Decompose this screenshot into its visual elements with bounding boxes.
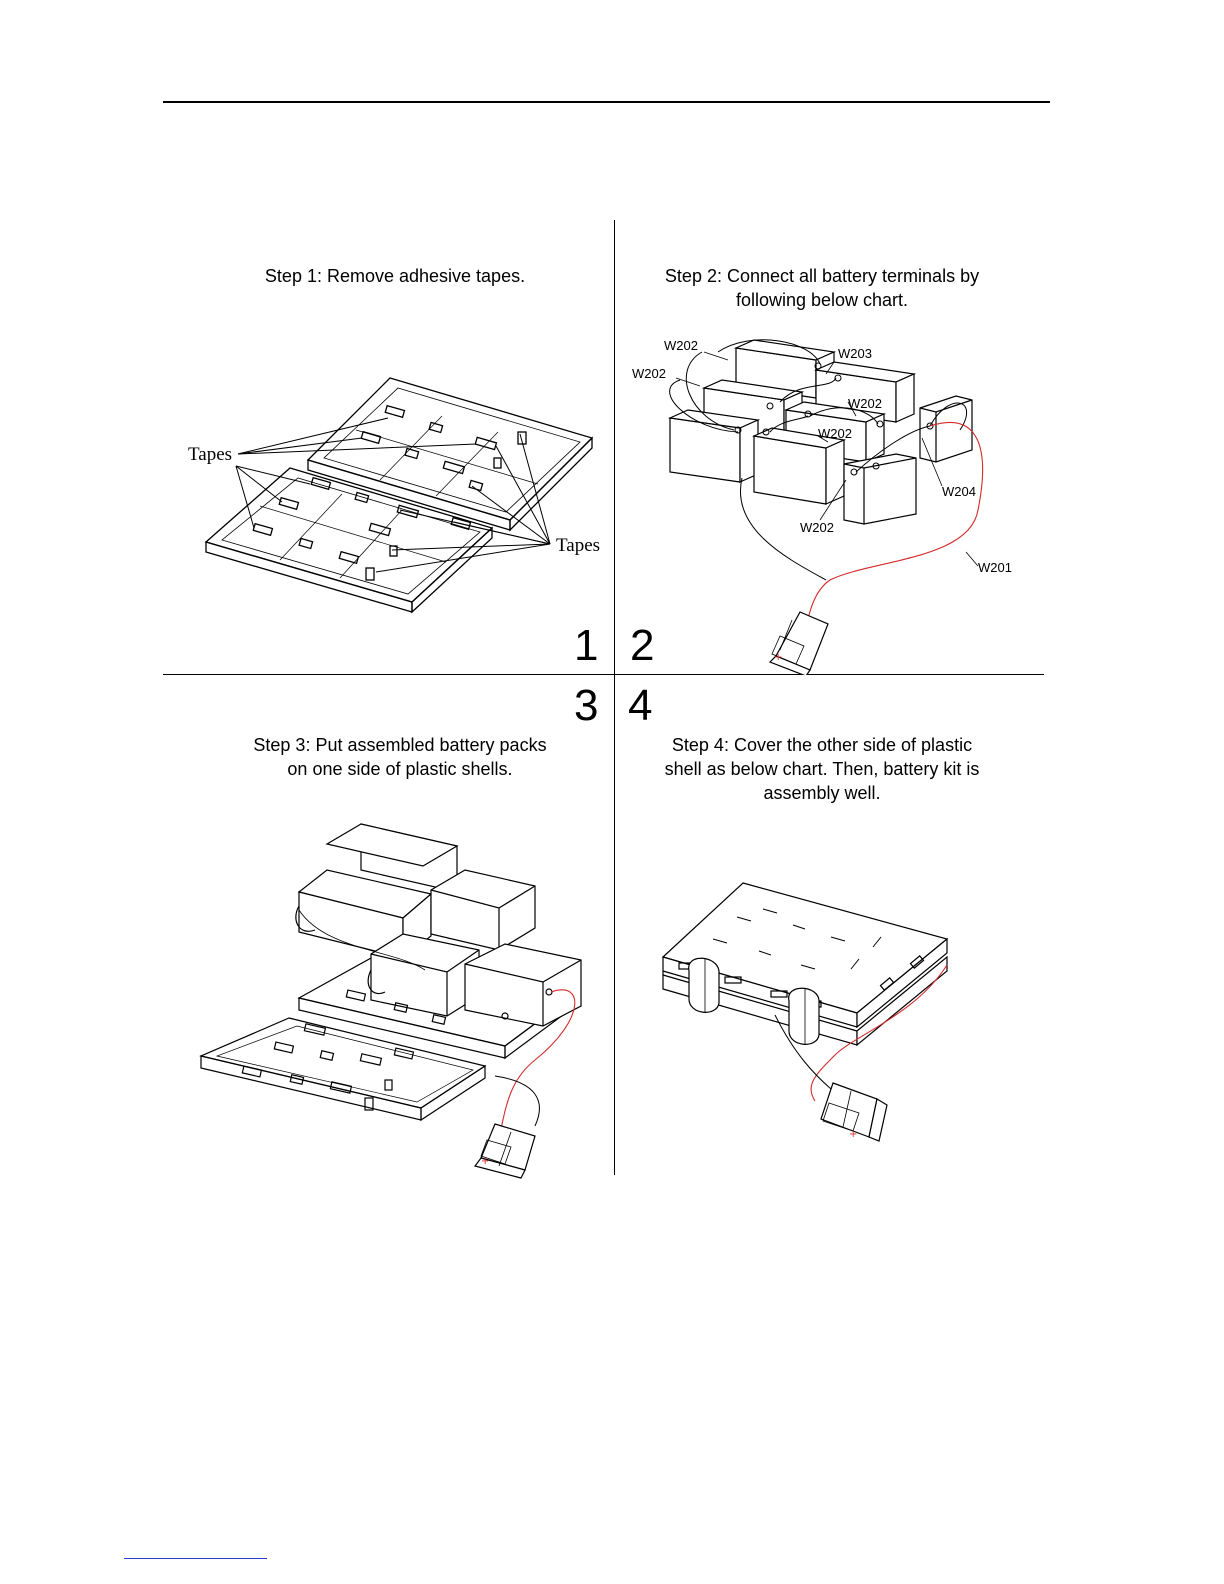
horizontal-divider: [163, 674, 1044, 675]
wire-label-leaders: [675, 351, 979, 567]
step1-tray-illustration: [204, 377, 594, 614]
svg-text:+: +: [849, 1129, 857, 1140]
step2-caption: Step 2: Connect all battery terminals by…: [664, 266, 980, 310]
tapes-label-right: Tapes: [556, 535, 601, 556]
footnote-link-rule: [124, 1558, 267, 1559]
red-wire: [805, 421, 984, 627]
empty-shell: [199, 1017, 487, 1122]
closed-battery-kit: [661, 882, 949, 1047]
black-wire: [774, 1014, 832, 1090]
step2-number: 2: [630, 621, 655, 670]
black-wire: [494, 1075, 540, 1127]
step4-caption: Step 4: Cover the other side of plastic …: [664, 735, 980, 803]
battery-group: [667, 339, 973, 525]
anderson-connector: +: [820, 1082, 888, 1142]
step4-number: 4: [628, 681, 653, 730]
label-w201: W201: [978, 560, 1012, 575]
tape-leaders: [235, 417, 551, 573]
svg-text:+: +: [481, 1156, 489, 1167]
header-rule: [163, 101, 1050, 103]
label-w202-e: W202: [800, 520, 834, 535]
front-tray: [204, 467, 494, 614]
step2-wiring-illustration: +: [667, 339, 984, 675]
back-tray: [306, 377, 594, 532]
label-w202-c: W202: [848, 396, 882, 411]
anderson-connector: +: [768, 611, 829, 675]
step3-caption: Step 3: Put assembled battery packs on o…: [253, 735, 547, 779]
tapes-label-left: Tapes: [188, 444, 233, 465]
step4-assembled-kit-illustration: +: [661, 882, 949, 1142]
terminals: [734, 362, 934, 476]
svg-text:+: +: [774, 652, 782, 663]
shell-with-batteries: [295, 823, 582, 1060]
step1-number: 1: [574, 621, 599, 670]
red-wire: [810, 964, 948, 1102]
label-w203: W203: [838, 346, 872, 361]
step1-caption: Step 1: Remove adhesive tapes.: [264, 266, 526, 286]
label-w202-a: W202: [664, 338, 698, 353]
label-w204: W204: [942, 484, 976, 499]
red-wire: [500, 989, 576, 1131]
black-wires: [669, 339, 967, 581]
step3-assembly-illustration: +: [199, 823, 582, 1179]
step3-number: 3: [574, 681, 599, 730]
anderson-connector: +: [473, 1123, 536, 1179]
label-w202-b: W202: [632, 366, 666, 381]
vertical-divider: [614, 220, 615, 1175]
label-w202-d: W202: [818, 426, 852, 441]
